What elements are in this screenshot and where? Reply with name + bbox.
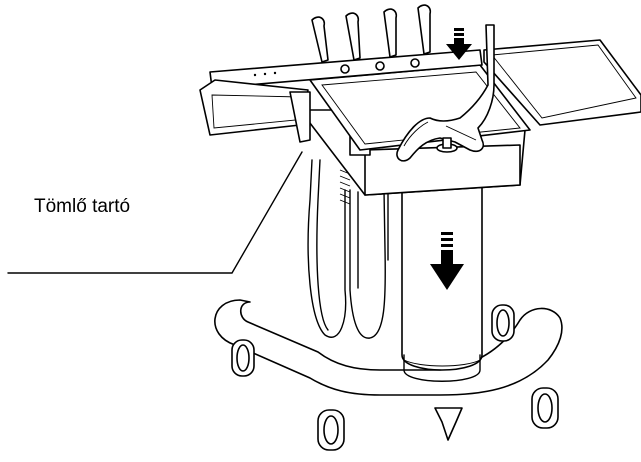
foot-pedal	[434, 407, 463, 441]
hand	[396, 24, 495, 162]
column-release-knob	[436, 137, 458, 153]
hose-holder-label: Tömlő tartó	[34, 196, 131, 217]
caster-front-center	[317, 409, 345, 451]
base-frame	[214, 299, 563, 396]
caster-rear-right	[491, 304, 515, 342]
caster-front-right	[531, 387, 559, 429]
left-tray	[199, 79, 311, 143]
down-arrow-icon	[446, 28, 472, 60]
hoses	[307, 159, 389, 339]
handpieces	[311, 4, 432, 63]
caster-front-left	[231, 339, 255, 377]
callout-leader-line	[7, 151, 303, 274]
hose-spring	[339, 169, 351, 205]
right-tray	[483, 39, 641, 126]
down-arrow-icon	[430, 232, 464, 290]
